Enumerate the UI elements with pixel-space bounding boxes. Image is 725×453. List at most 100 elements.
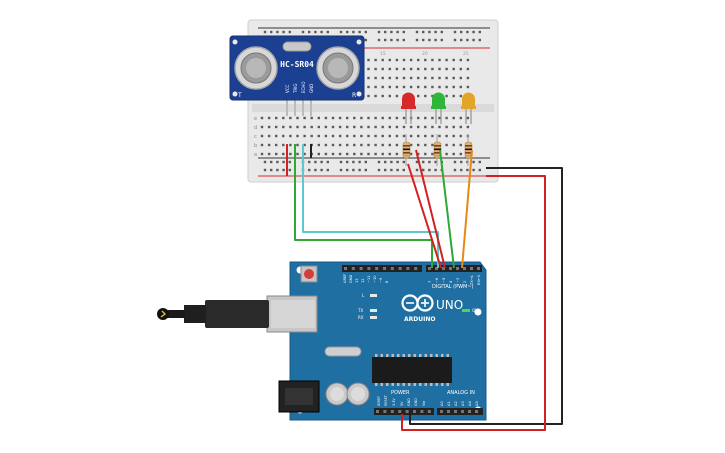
header-pin[interactable] (470, 267, 473, 270)
breadboard-hole (459, 67, 462, 71)
wire-echo-cyan[interactable] (302, 144, 439, 268)
rail-hole (460, 30, 463, 34)
breadboard-hole (409, 152, 413, 156)
ultrasonic-sensor[interactable]: HC-SR04 T R VCC TRIG ECHO GND (229, 35, 365, 116)
breadboard-hole (402, 76, 406, 80)
header-pin[interactable] (413, 410, 416, 413)
wire-led-orange[interactable] (461, 149, 473, 269)
header-pin[interactable] (475, 410, 478, 413)
header-pin[interactable] (461, 410, 464, 413)
breadboard-hole (395, 76, 399, 80)
breadboard-hole (296, 116, 299, 120)
rail-hole (358, 160, 361, 164)
rail-hole (415, 160, 419, 164)
row-letter: c (254, 134, 257, 140)
header-pin[interactable] (406, 267, 410, 270)
breadboard-hole (438, 125, 441, 129)
header-pin[interactable] (420, 410, 424, 413)
header-pin[interactable] (390, 267, 394, 270)
resistor-band (465, 155, 472, 157)
wire-5v-loop-red[interactable] (401, 175, 546, 431)
rail-hole (346, 168, 349, 172)
header-pin[interactable] (468, 410, 471, 413)
pin-label: 3.3V (392, 398, 396, 406)
wire-led-green[interactable] (439, 149, 455, 269)
header-pin[interactable] (398, 267, 402, 270)
header-pin[interactable] (456, 267, 459, 270)
breadboard-hole (452, 116, 455, 120)
wire-resistor-red[interactable] (407, 163, 442, 269)
header-pin[interactable] (442, 267, 445, 270)
wire-gnd-loop-black[interactable] (409, 167, 563, 425)
header-pin[interactable] (375, 267, 379, 270)
breadboard-hole (459, 143, 462, 147)
breadboard-hole (402, 125, 406, 129)
header-pin[interactable] (344, 267, 347, 270)
header-pin[interactable] (454, 410, 457, 413)
breadboard-hole (360, 134, 363, 138)
transducer-echo-center (328, 58, 348, 78)
rail-hole (434, 30, 437, 34)
header-pin[interactable] (390, 410, 394, 413)
breadboard-hole (395, 152, 399, 156)
breadboard-hole (417, 116, 420, 120)
arduino-uno[interactable]: DIGITAL (PWM~) AREF GND 13 12 ~11 ~10 ~9… (157, 261, 487, 421)
header-pin[interactable] (435, 267, 438, 270)
row-letter: a (254, 152, 257, 158)
power-pin-labels: IOREF RESET 3.3V 5V GND GND Vin (377, 394, 426, 406)
breadboard-hole (374, 134, 377, 138)
header-pin[interactable] (414, 267, 418, 270)
pin-label: 12 (361, 278, 365, 283)
led-yellow[interactable] (461, 92, 476, 124)
pin-label: 13 (355, 278, 359, 283)
wire-led-red[interactable] (415, 149, 446, 269)
header-pin[interactable] (477, 267, 480, 270)
rail-hole (308, 160, 311, 164)
breadboard-hole (431, 58, 434, 62)
sensor-mount-hole (356, 39, 362, 45)
breadboard-hole (466, 116, 470, 120)
rail-hole (320, 160, 323, 164)
breadboard-hole (445, 67, 448, 71)
rail-hole (478, 30, 481, 34)
led-red[interactable] (401, 92, 416, 124)
resistor-2[interactable] (433, 134, 442, 166)
rail-hole (434, 38, 437, 42)
header-pin[interactable] (359, 267, 363, 270)
header-pin[interactable] (383, 267, 386, 270)
resistor-3[interactable] (464, 134, 473, 166)
header-pin[interactable] (405, 410, 409, 413)
breadboard-hole (459, 76, 462, 80)
breadboard-hole (317, 134, 320, 138)
led-red-rim (401, 106, 416, 109)
header-pin[interactable] (428, 267, 431, 270)
wire-trig-green[interactable] (294, 144, 433, 268)
resistor-1[interactable] (402, 134, 411, 166)
breadboard-hole (381, 76, 384, 80)
header-pin[interactable] (449, 267, 452, 270)
chip-pin (441, 354, 444, 357)
breadboard-hole (310, 125, 313, 129)
breadboard-hole (381, 94, 384, 98)
pin-label: GND (349, 275, 353, 283)
digital-header-left (342, 265, 422, 272)
row-letter: d (254, 125, 257, 131)
breadboard-hole (260, 116, 264, 120)
header-pin[interactable] (367, 267, 371, 270)
breadboard-hole (395, 58, 399, 62)
breadboard-hole (374, 94, 377, 98)
header-pin[interactable] (427, 410, 431, 413)
breadboard-hole (438, 134, 441, 138)
header-pin[interactable] (383, 410, 387, 413)
header-pin[interactable] (398, 410, 402, 413)
breadboard-hole (331, 116, 335, 120)
header-pin[interactable] (440, 410, 443, 413)
breadboard-hole (346, 152, 349, 156)
header-pin[interactable] (463, 267, 466, 270)
reset-button[interactable] (304, 269, 314, 279)
led-green[interactable] (431, 92, 446, 124)
breadboard-hole (409, 67, 413, 71)
header-pin[interactable] (376, 410, 379, 413)
header-pin[interactable] (447, 410, 450, 413)
header-pin[interactable] (351, 267, 355, 270)
